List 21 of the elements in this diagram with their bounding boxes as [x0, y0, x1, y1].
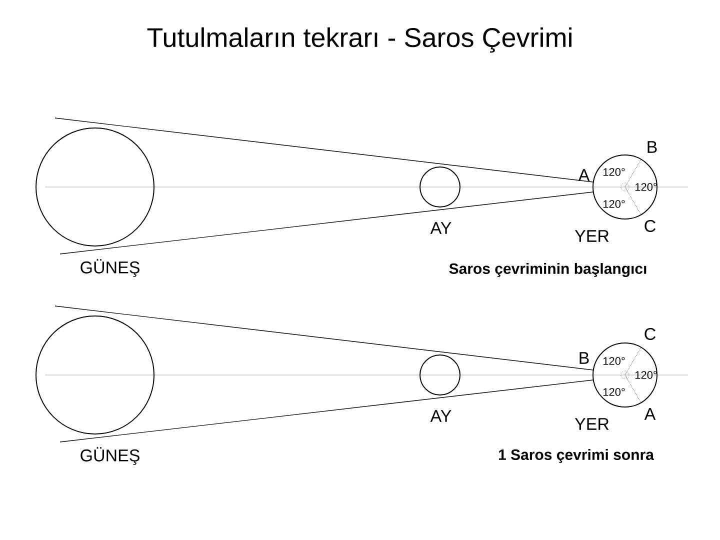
- angle-label: 120°: [635, 183, 657, 191]
- angle-label: 120°: [603, 168, 625, 176]
- body-label: GÜNEŞ: [80, 447, 140, 465]
- title: Tutulmaların tekrarı - Saros Çevrimi: [147, 27, 572, 53]
- caption: Saros çevriminin başlangıcı: [449, 262, 646, 278]
- earth-circle: [592, 154, 658, 220]
- body-label: AY: [430, 410, 452, 422]
- caption: 1 Saros çevrimi sonra: [498, 449, 654, 463]
- body-label: GÜNEŞ: [80, 259, 140, 277]
- sun-circle: [36, 128, 154, 246]
- angle-label: 120°: [635, 371, 657, 379]
- angle-label: 120°: [603, 200, 625, 208]
- body-label: AY: [430, 222, 452, 234]
- body-label: YER: [574, 418, 609, 430]
- sun-circle: [36, 315, 154, 434]
- moon-circle: [420, 354, 460, 396]
- earth-circle: [592, 342, 658, 408]
- moon-circle: [420, 166, 460, 208]
- angle-label: 120°: [603, 388, 625, 396]
- angle-label: 120°: [603, 357, 625, 365]
- body-label: YER: [574, 230, 609, 242]
